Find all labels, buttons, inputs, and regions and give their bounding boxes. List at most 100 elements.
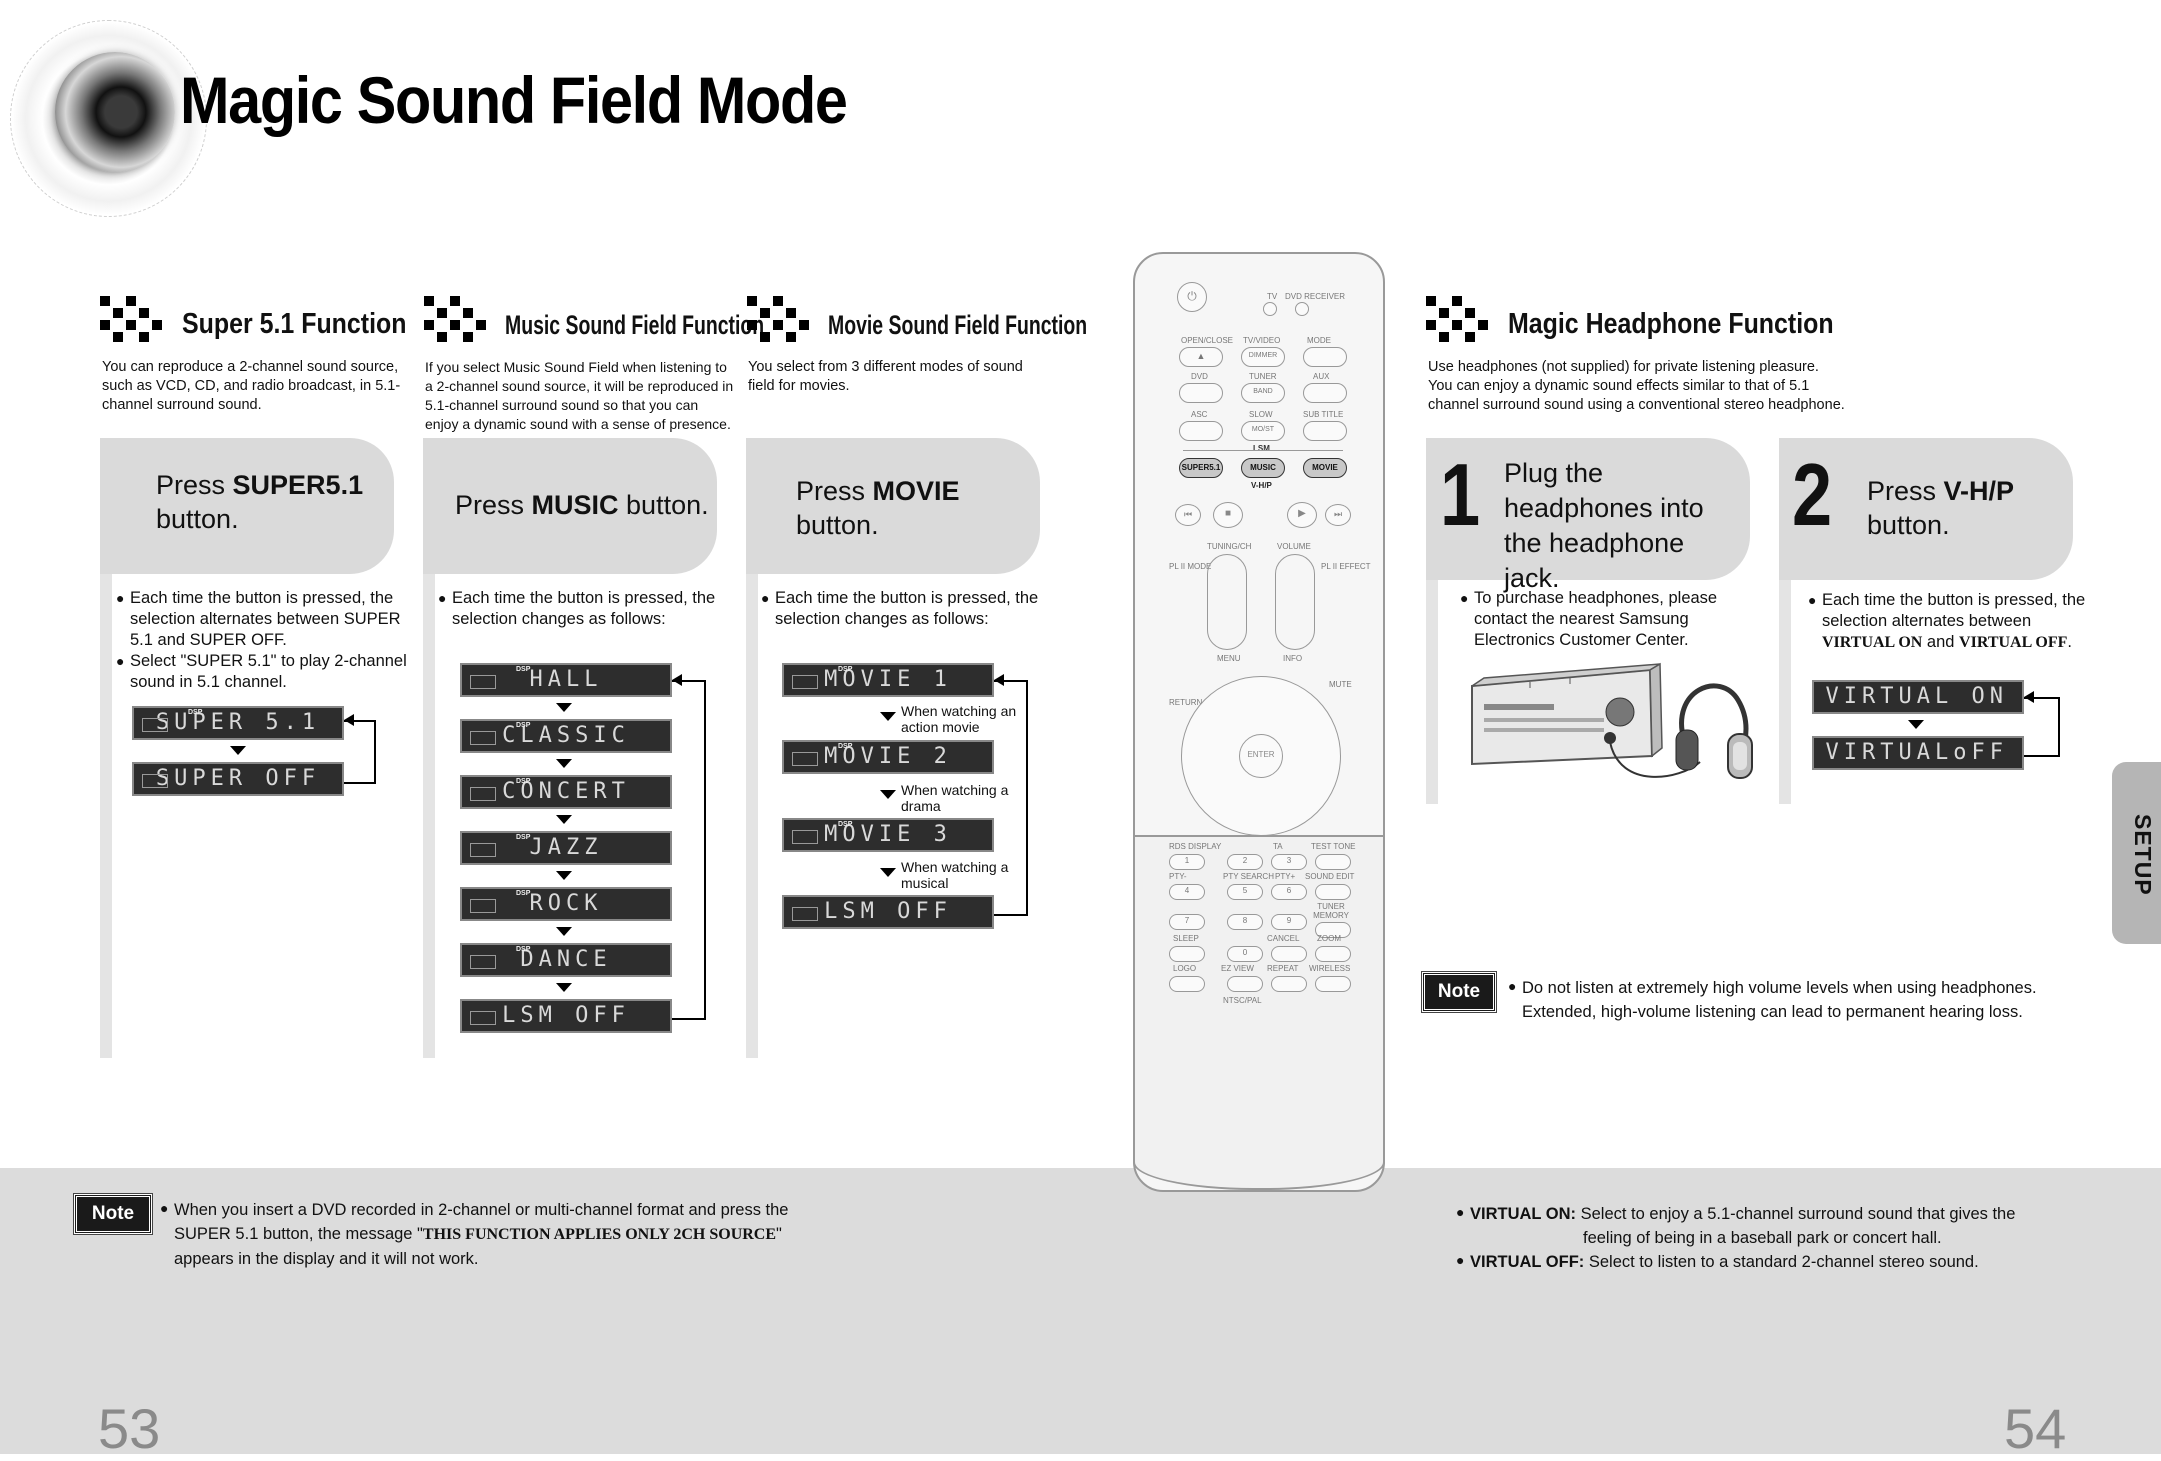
open-close-button[interactable]: ▲ xyxy=(1179,347,1223,367)
loop-line xyxy=(2024,697,2060,757)
setup-tab-label: SETUP xyxy=(2130,814,2156,896)
repeat-button[interactable] xyxy=(1271,976,1307,992)
remote-label: DVD RECEIVER xyxy=(1285,292,1346,301)
music-key: MUSIC xyxy=(531,490,619,520)
super51-button[interactable]: SUPER5.1 xyxy=(1179,458,1223,478)
stop-icon[interactable]: ■ xyxy=(1213,502,1243,528)
ez-view-button[interactable] xyxy=(1227,976,1263,992)
power-icon[interactable]: ⏻ xyxy=(1177,282,1207,312)
press-prefix: Press xyxy=(1867,476,1944,506)
digit-button[interactable]: 8 xyxy=(1227,914,1263,930)
remote-label: MUTE xyxy=(1329,680,1352,689)
checker-icon xyxy=(100,296,162,342)
skip-forward-icon[interactable]: ⏭ xyxy=(1325,504,1351,526)
volume-rocker[interactable] xyxy=(1275,554,1315,650)
music-description: If you select Music Sound Field when lis… xyxy=(425,359,734,432)
digit-button[interactable]: 6 xyxy=(1271,884,1307,900)
digit-button[interactable]: 9 xyxy=(1271,914,1307,930)
speaker-cone-icon xyxy=(55,52,175,172)
list-item: ● When you insert a DVD recorded in 2-ch… xyxy=(160,1200,789,1268)
arrow-left-icon xyxy=(344,714,354,726)
movie-title: Movie Sound Field Function xyxy=(828,310,1088,340)
list-item: ●To purchase headphones, please contact … xyxy=(1460,589,1718,649)
band-button[interactable]: BAND xyxy=(1241,383,1285,403)
remote-label: TUNER MEMORY xyxy=(1313,902,1349,920)
setup-tab[interactable] xyxy=(2112,762,2161,944)
lcd-display: LSM OFF xyxy=(782,895,994,929)
mo-st-button[interactable]: MO/ST xyxy=(1241,421,1285,441)
sub-title-button[interactable] xyxy=(1303,421,1347,441)
remote-label: REPEAT xyxy=(1267,964,1299,973)
step1-text: Plug the headphones into the headphone j… xyxy=(1504,458,1704,593)
aux-button[interactable] xyxy=(1303,383,1347,403)
headphone-description: Use headphones (not supplied) for privat… xyxy=(1428,359,1845,413)
super51-press-box: Press SUPER5.1 button. xyxy=(100,438,394,574)
list-item: ● Each time the button is pressed, the s… xyxy=(1808,591,2086,651)
step2-bullets: ● Each time the button is pressed, the s… xyxy=(1808,590,2108,653)
remote-label: TUNER xyxy=(1249,372,1277,381)
digit-button[interactable]: 7 xyxy=(1169,914,1205,930)
remote-label: TUNING/CH xyxy=(1207,542,1252,551)
play-pause-icon[interactable]: ▶ xyxy=(1287,502,1317,528)
music-press-box: Press MUSIC button. xyxy=(423,438,717,574)
music-button[interactable]: MUSIC xyxy=(1241,458,1285,478)
wireless-button[interactable] xyxy=(1315,976,1351,992)
logo-button[interactable] xyxy=(1169,976,1205,992)
movie-press-box: Press MOVIE button. xyxy=(746,438,1040,574)
zoom-button[interactable] xyxy=(1315,946,1351,962)
remote-label: PTY+ xyxy=(1275,872,1296,881)
remote-label: SOUND EDIT xyxy=(1305,872,1355,881)
mode-button[interactable] xyxy=(1303,347,1347,367)
loop-line xyxy=(344,720,376,784)
digit-button[interactable]: 1 xyxy=(1169,854,1205,870)
lcd-display: LSM OFF xyxy=(460,999,672,1033)
dvd-receiver-mode-button[interactable] xyxy=(1295,302,1309,316)
step1-bullets: ●To purchase headphones, please contact … xyxy=(1460,588,1750,651)
remote-label: ZOOM xyxy=(1317,934,1341,943)
asc-button[interactable] xyxy=(1179,421,1223,441)
bottom-right-notes: ● VIRTUAL ON: Select to enjoy a 5.1-chan… xyxy=(1456,1202,2056,1274)
digit-button[interactable]: 2 xyxy=(1227,854,1263,870)
remote-label: MODE xyxy=(1307,336,1331,345)
list-item: ● VIRTUAL OFF: Select to listen to a sta… xyxy=(1456,1252,1979,1271)
enter-button[interactable]: ENTER xyxy=(1239,734,1283,778)
digit-button[interactable]: 3 xyxy=(1271,854,1307,870)
remote-label: ASC xyxy=(1191,410,1208,419)
movie-button[interactable]: MOVIE xyxy=(1303,458,1347,478)
note-badge: Note xyxy=(1421,971,1497,1013)
press-suffix: button. xyxy=(618,490,709,520)
test-tone-button[interactable] xyxy=(1315,854,1351,870)
sound-edit-button[interactable] xyxy=(1315,884,1351,900)
movie-mode-note: When watching a drama xyxy=(901,782,1009,814)
arrow-down-icon xyxy=(556,983,572,992)
sleep-button[interactable] xyxy=(1169,946,1205,962)
remote-buttons: ⏻ TV DVD RECEIVER OPEN/CLOSE TV/VIDEO MO… xyxy=(1133,252,1385,1192)
remote-label: SLOW xyxy=(1249,410,1273,419)
remote-label: OPEN/CLOSE xyxy=(1181,336,1234,345)
step1-number: 1 xyxy=(1440,445,1481,544)
loop-line xyxy=(672,680,706,1020)
dimmer-button[interactable]: DIMMER xyxy=(1241,347,1285,367)
super51-panel-bar xyxy=(100,438,112,1058)
list-item: ●Each time the button is pressed, the se… xyxy=(761,589,1039,628)
skip-back-icon[interactable]: ⏮ xyxy=(1175,504,1201,526)
digit-button[interactable]: 0 xyxy=(1227,946,1263,962)
remote-label: LOGO xyxy=(1173,964,1197,973)
cancel-button[interactable] xyxy=(1271,946,1307,962)
tuning-rocker[interactable] xyxy=(1207,554,1247,650)
tuner-memory-button[interactable] xyxy=(1315,922,1351,938)
remote-label: V-H/P xyxy=(1251,481,1272,490)
remote-label: EZ VIEW xyxy=(1221,964,1254,973)
dvd-button[interactable] xyxy=(1179,383,1223,403)
tv-mode-button[interactable] xyxy=(1263,302,1277,316)
digit-button[interactable]: 5 xyxy=(1227,884,1263,900)
remote-label: DVD xyxy=(1191,372,1208,381)
music-title: Music Sound Field Function xyxy=(505,310,765,340)
digit-button[interactable]: 4 xyxy=(1169,884,1205,900)
super51-description: You can reproduce a 2-channel sound sour… xyxy=(102,359,401,413)
arrow-down-icon xyxy=(556,703,572,712)
music-bullets: ●Each time the button is pressed, the se… xyxy=(438,588,728,630)
